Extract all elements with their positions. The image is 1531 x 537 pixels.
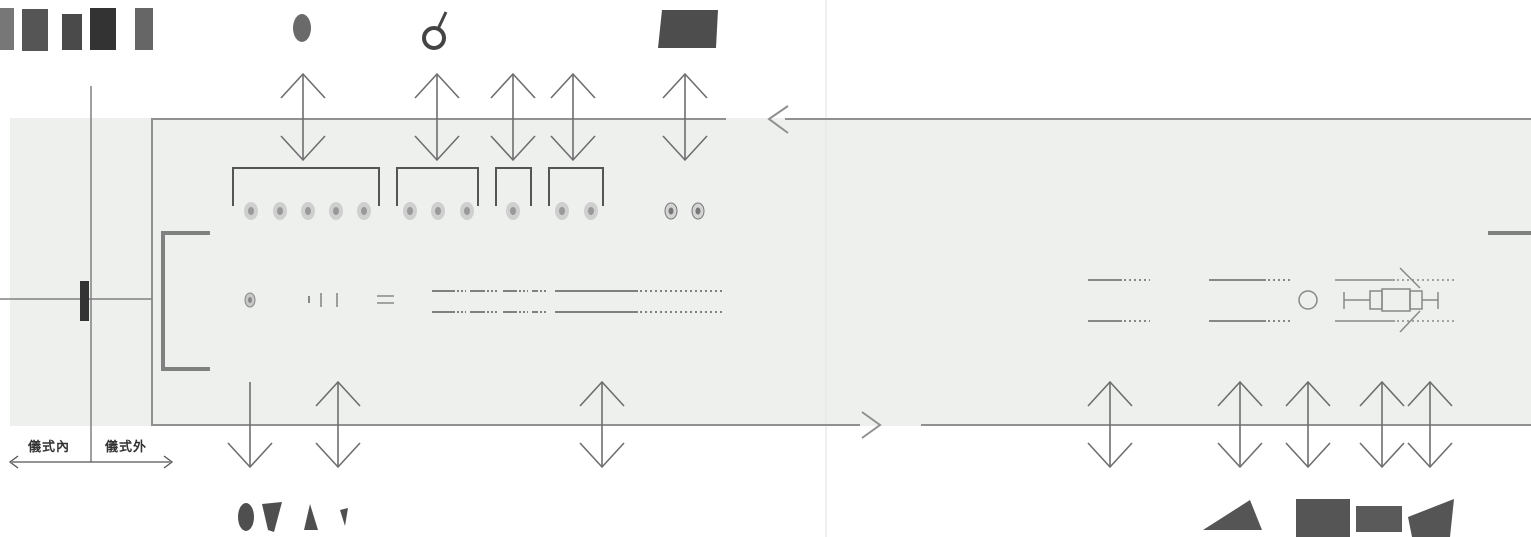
- center-left-symbols: [244, 292, 394, 308]
- artifact-photo-icon: [658, 10, 718, 48]
- artifact-photo-icon: [90, 8, 116, 50]
- participant-dot: [555, 202, 569, 220]
- double-headed-arrow-icon: [315, 380, 361, 469]
- exchange-arrows: [227, 72, 1453, 469]
- double-headed-arrow-icon: [1285, 380, 1331, 469]
- artifact-photo-icon: [304, 504, 318, 530]
- right-arrow-icon: [861, 411, 882, 439]
- artifact-photo-icon: [422, 26, 446, 50]
- label-outside-ritual: 儀式外: [104, 439, 147, 455]
- double-headed-arrow-icon: [414, 72, 460, 162]
- artifact-photo-icon: [1203, 500, 1262, 530]
- double-headed-arrow-icon: [1359, 380, 1405, 469]
- sequence-lines-left: [432, 290, 724, 313]
- participant-dot: [403, 202, 417, 220]
- circle-dot-icon: [691, 202, 705, 220]
- double-headed-arrow-icon: [1217, 380, 1263, 469]
- double-headed-arrow-icon: [1087, 380, 1133, 469]
- label-inside-ritual: 儀式內: [27, 439, 70, 455]
- participant-dots: [244, 202, 705, 220]
- artifact-photo-icon: [22, 9, 48, 51]
- artifact-photo-icon: [238, 503, 254, 531]
- circle-icon: [1298, 290, 1318, 310]
- artifact-photo-icon: [293, 14, 311, 42]
- left-bracket-icon: [161, 231, 210, 371]
- circle-dot-icon: [664, 202, 678, 220]
- participant-dot: [273, 202, 287, 220]
- axis-marker: [80, 281, 89, 321]
- artifact-photo-icon: [340, 508, 348, 526]
- double-headed-arrow-icon: [1407, 380, 1453, 469]
- artifact-photo-icon: [1356, 506, 1402, 532]
- participant-dot: [584, 202, 598, 220]
- bottom-right-artifact-photos: [1203, 499, 1454, 537]
- participant-dot: [506, 202, 520, 220]
- bottom-left-artifact-photos: [238, 502, 348, 532]
- group-brackets: [232, 167, 604, 206]
- group-bracket-icon: [495, 167, 532, 206]
- artifact-photo-icon: [135, 8, 153, 50]
- artifact-photo-icon: [1408, 499, 1454, 537]
- left-arrow-icon: [767, 105, 789, 134]
- center-right-symbols: [1088, 267, 1456, 333]
- participant-dot: [460, 202, 474, 220]
- double-headed-arrow-icon: [662, 72, 708, 162]
- artifact-photo-icon: [262, 502, 282, 532]
- participant-dot: [357, 202, 371, 220]
- double-headed-arrow-icon: [579, 380, 625, 469]
- participant-dot: [244, 202, 258, 220]
- top-left-artifact-photos: [0, 8, 153, 51]
- ritual-axis: [0, 86, 174, 469]
- double-headed-arrow-icon: [550, 72, 596, 162]
- top-artifact-photos: [293, 10, 718, 50]
- group-bracket-icon: [396, 167, 479, 206]
- down-arrow-icon: [227, 382, 273, 469]
- ritual-band: [10, 118, 1531, 426]
- group-bracket-icon: [232, 167, 380, 206]
- ritual-apparatus-icon: [1343, 267, 1439, 333]
- artifact-photo-icon: [1296, 499, 1350, 537]
- artifact-photo-icon: [62, 14, 82, 50]
- group-bracket-icon: [548, 167, 604, 206]
- artifact-photo-icon: [0, 8, 14, 50]
- participant-dot: [301, 202, 315, 220]
- double-headed-arrow-icon: [280, 72, 326, 162]
- participant-dot: [329, 202, 343, 220]
- participant-dot: [431, 202, 445, 220]
- double-headed-arrow-icon: [490, 72, 536, 162]
